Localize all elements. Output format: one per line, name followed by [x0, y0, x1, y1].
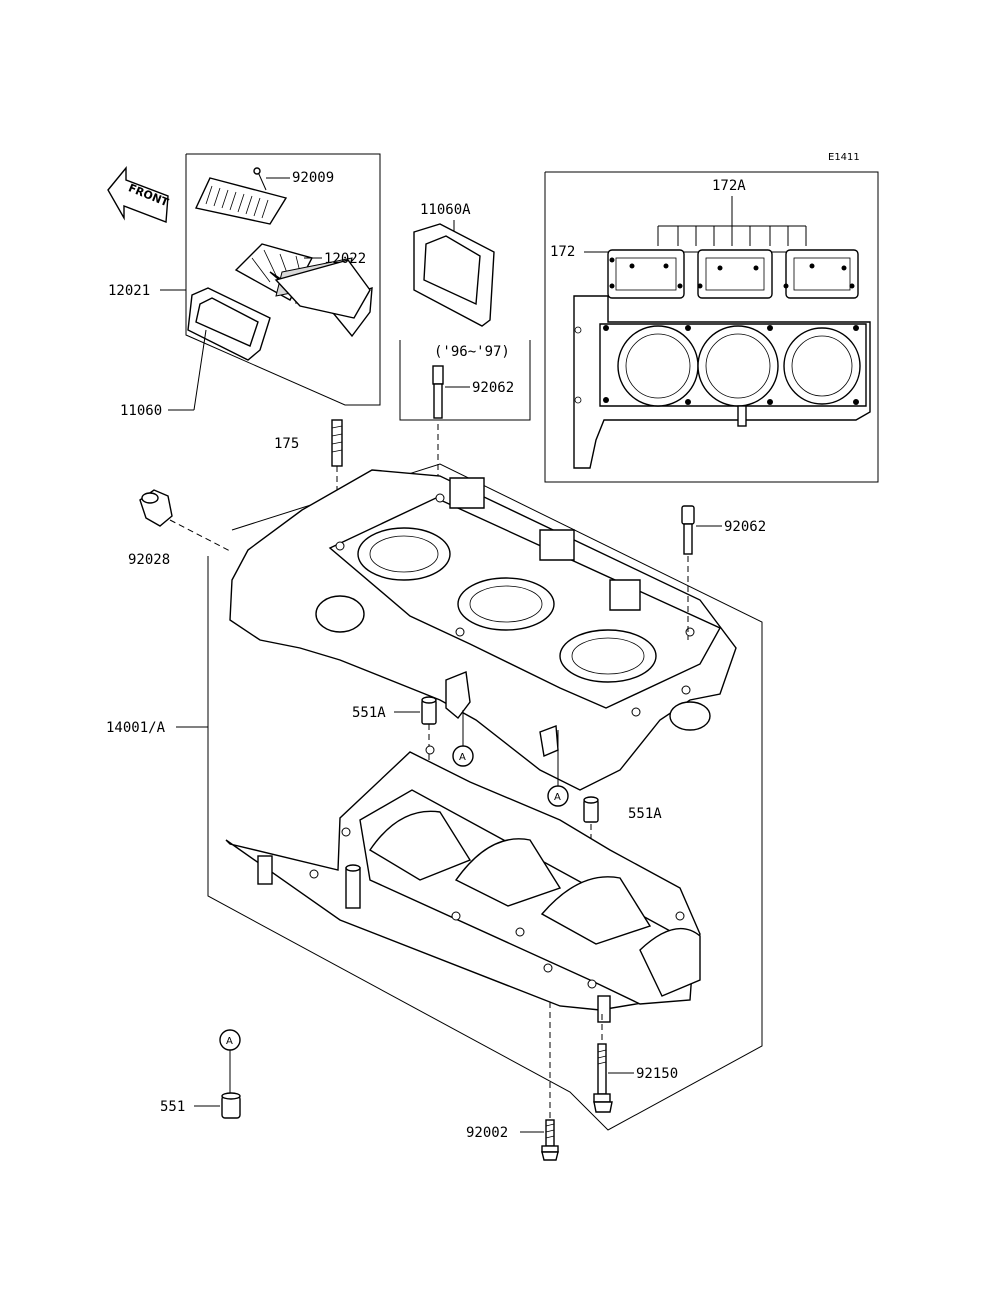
front-arrow-icon: FRONT: [107, 166, 171, 223]
label-12022: 12022: [324, 251, 366, 267]
label-172: 172: [550, 244, 575, 260]
ref-a-circle-3: A: [219, 1029, 241, 1051]
lower-crankcase: [225, 745, 701, 1023]
assembly-outline: [207, 463, 763, 1131]
dowel-551A-right: [583, 796, 599, 823]
label-92002: 92002: [466, 1125, 508, 1141]
ref-a-circle-2: A: [547, 785, 569, 807]
reed-valve-group: [160, 153, 381, 406]
reed-block: [269, 257, 373, 338]
label-92062: 92062: [724, 519, 766, 535]
label-14001A: 14001/A: [106, 720, 166, 736]
label-92028: 92028: [128, 552, 170, 568]
gasket-11060A: [413, 223, 495, 327]
inset-box: [544, 171, 879, 483]
diagram-code: E1411: [828, 152, 860, 163]
dowel-551A-left: [421, 696, 437, 725]
upper-crankcase: [229, 469, 737, 791]
label-172A: 172A: [712, 178, 746, 194]
bolt-92002: [541, 1119, 559, 1161]
year-note: ('96~'97): [434, 344, 510, 360]
stud-175: [331, 419, 343, 467]
label-92150: 92150: [636, 1066, 678, 1082]
label-175: 175: [274, 436, 299, 452]
year-note-box: [399, 340, 531, 421]
label-12021: 12021: [108, 283, 150, 299]
ref-a-label-3: A: [226, 1036, 233, 1047]
reed-valve-plate: [194, 167, 288, 225]
bolt-92062-top: [432, 365, 444, 419]
inset-crankcase: [573, 249, 871, 469]
ref-a-label-1: A: [459, 752, 466, 763]
bolt-92062: [681, 505, 695, 555]
label-92009: 92009: [292, 170, 334, 186]
label-551: 551: [160, 1099, 185, 1115]
gasket-11060: [187, 287, 271, 361]
plug-92028: [139, 489, 173, 527]
bolt-92150: [593, 1043, 613, 1113]
label-551A-right: 551A: [628, 806, 662, 822]
label-11060A: 11060A: [420, 202, 471, 218]
label-551A-left: 551A: [352, 705, 386, 721]
ref-a-label-2: A: [554, 792, 561, 803]
ref-a-circle-1: A: [452, 745, 474, 767]
dowel-551: [221, 1092, 241, 1119]
label-92062-top: 92062: [472, 380, 514, 396]
label-11060: 11060: [120, 403, 162, 419]
